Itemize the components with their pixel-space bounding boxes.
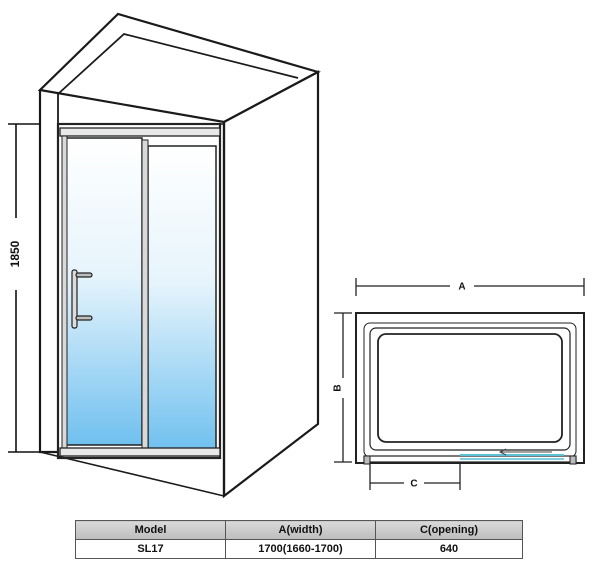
column-header-width: A(width) bbox=[225, 520, 376, 540]
tray-outer bbox=[355, 312, 585, 464]
cell-width: 1700(1660-1700) bbox=[225, 539, 376, 559]
glass-panel-right bbox=[147, 145, 217, 452]
column-header-model: Model bbox=[75, 520, 226, 540]
door-frame bbox=[56, 122, 222, 460]
slide-arrow-icon bbox=[498, 448, 507, 456]
table-header-row: Model A(width) C(opening) bbox=[75, 520, 523, 540]
alcove-left-wall bbox=[38, 90, 58, 454]
alcove-right-wall bbox=[222, 70, 320, 499]
glass-panel-left bbox=[65, 137, 143, 446]
dimension-c-label: C bbox=[410, 479, 417, 490]
dimension-b-label: B bbox=[333, 384, 344, 391]
column-header-opening: C(opening) bbox=[375, 520, 523, 540]
alcove-top-inner-edge bbox=[57, 33, 299, 95]
bottom-track bbox=[59, 447, 221, 457]
table-row: SL17 1700(1660-1700) 640 bbox=[75, 539, 523, 559]
door-handle-icon bbox=[71, 269, 93, 329]
top-track bbox=[59, 127, 221, 137]
cell-model: SL17 bbox=[75, 539, 226, 559]
height-label: 1850 bbox=[8, 240, 22, 267]
dimension-a-label: A bbox=[458, 282, 465, 293]
plan-view bbox=[334, 278, 585, 490]
cell-opening: 640 bbox=[375, 539, 523, 559]
height-dimension bbox=[8, 123, 40, 453]
spec-table: Model A(width) C(opening) SL17 1700(1660… bbox=[75, 520, 523, 559]
